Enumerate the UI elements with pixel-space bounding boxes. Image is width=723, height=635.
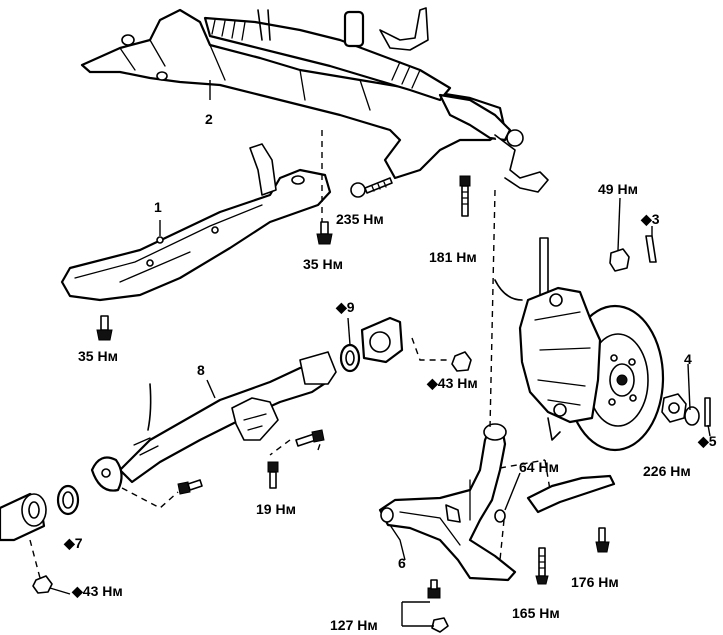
crossmember-with-steering-rack: [80, 7, 549, 193]
hub-nut-226: [661, 393, 687, 423]
stabilizer-bracket: [494, 474, 616, 523]
torque-127: 127 Нм: [330, 617, 378, 633]
bolt-19: [267, 461, 279, 489]
diamond-marker: ◆: [641, 211, 652, 227]
callout-3-group: ◆3: [641, 212, 660, 226]
bolt-176: [595, 527, 610, 553]
torque-35-lower: 35 Нм: [78, 348, 118, 364]
nut-43-left: [32, 575, 53, 594]
bolt-181: [459, 175, 471, 217]
callout-7: 7: [74, 535, 83, 551]
flange: [360, 316, 404, 364]
torque-64: 64 Нм: [519, 459, 559, 475]
torque-49: 49 Нм: [598, 181, 638, 197]
bolt-35-lower: [96, 315, 113, 341]
diamond-marker: ◆: [336, 299, 347, 315]
cap-4: [684, 406, 700, 426]
leader-lines: [49, 80, 711, 627]
torque-35-upper: 35 Нм: [303, 256, 343, 272]
torque-43-right-group: ◆43 Нм: [427, 376, 478, 390]
callout-1: 1: [154, 199, 162, 215]
callout-6: 6: [398, 555, 406, 571]
diamond-marker: ◆: [427, 375, 438, 391]
bolt-35-upper: [316, 221, 333, 245]
lower-control-arm: [378, 423, 517, 582]
diamond-marker: ◆: [698, 433, 709, 449]
longitudinal-member: [60, 143, 332, 302]
callout-7-group: ◆7: [64, 536, 83, 550]
torque-43-left: 43 Нм: [82, 583, 123, 599]
exhaust-front-pipe: [90, 351, 337, 492]
nut-49: [609, 248, 630, 272]
bolt-bracket: [295, 429, 325, 447]
callout-9: 9: [346, 299, 355, 315]
bolt-flange-left: [177, 479, 203, 495]
callout-8: 8: [197, 362, 205, 378]
bolts-127: [427, 579, 449, 633]
cotter-pin-3: [645, 235, 657, 263]
torque-19: 19 Нм: [256, 501, 296, 517]
torque-181: 181 Нм: [429, 249, 477, 265]
callout-5-group: ◆5: [698, 434, 717, 448]
callout-3: 3: [651, 211, 660, 227]
steering-knuckle-and-brake: [494, 237, 665, 452]
callout-9-group: ◆9: [336, 300, 355, 314]
gasket-7: [56, 484, 80, 516]
bolt-235: [350, 177, 393, 198]
bolt-165: [535, 547, 549, 585]
torque-235: 235 Нм: [336, 211, 384, 227]
torque-226: 226 Нм: [643, 463, 691, 479]
torque-43-right: 43 Нм: [437, 375, 478, 391]
gasket-9: [339, 343, 361, 373]
exhaust-pipe-left: [0, 492, 47, 542]
torque-176: 176 Нм: [571, 574, 619, 590]
assembly-guide-lines: [29, 130, 551, 579]
diamond-marker: ◆: [72, 583, 83, 599]
diamond-marker: ◆: [64, 535, 75, 551]
pin-5: [704, 397, 711, 427]
callout-5: 5: [708, 433, 717, 449]
torque-43-left-group: ◆43 Нм: [72, 584, 123, 598]
nut-43-right: [451, 351, 472, 372]
callout-4: 4: [684, 351, 692, 367]
callout-2: 2: [205, 111, 213, 127]
torque-165: 165 Нм: [512, 605, 560, 621]
